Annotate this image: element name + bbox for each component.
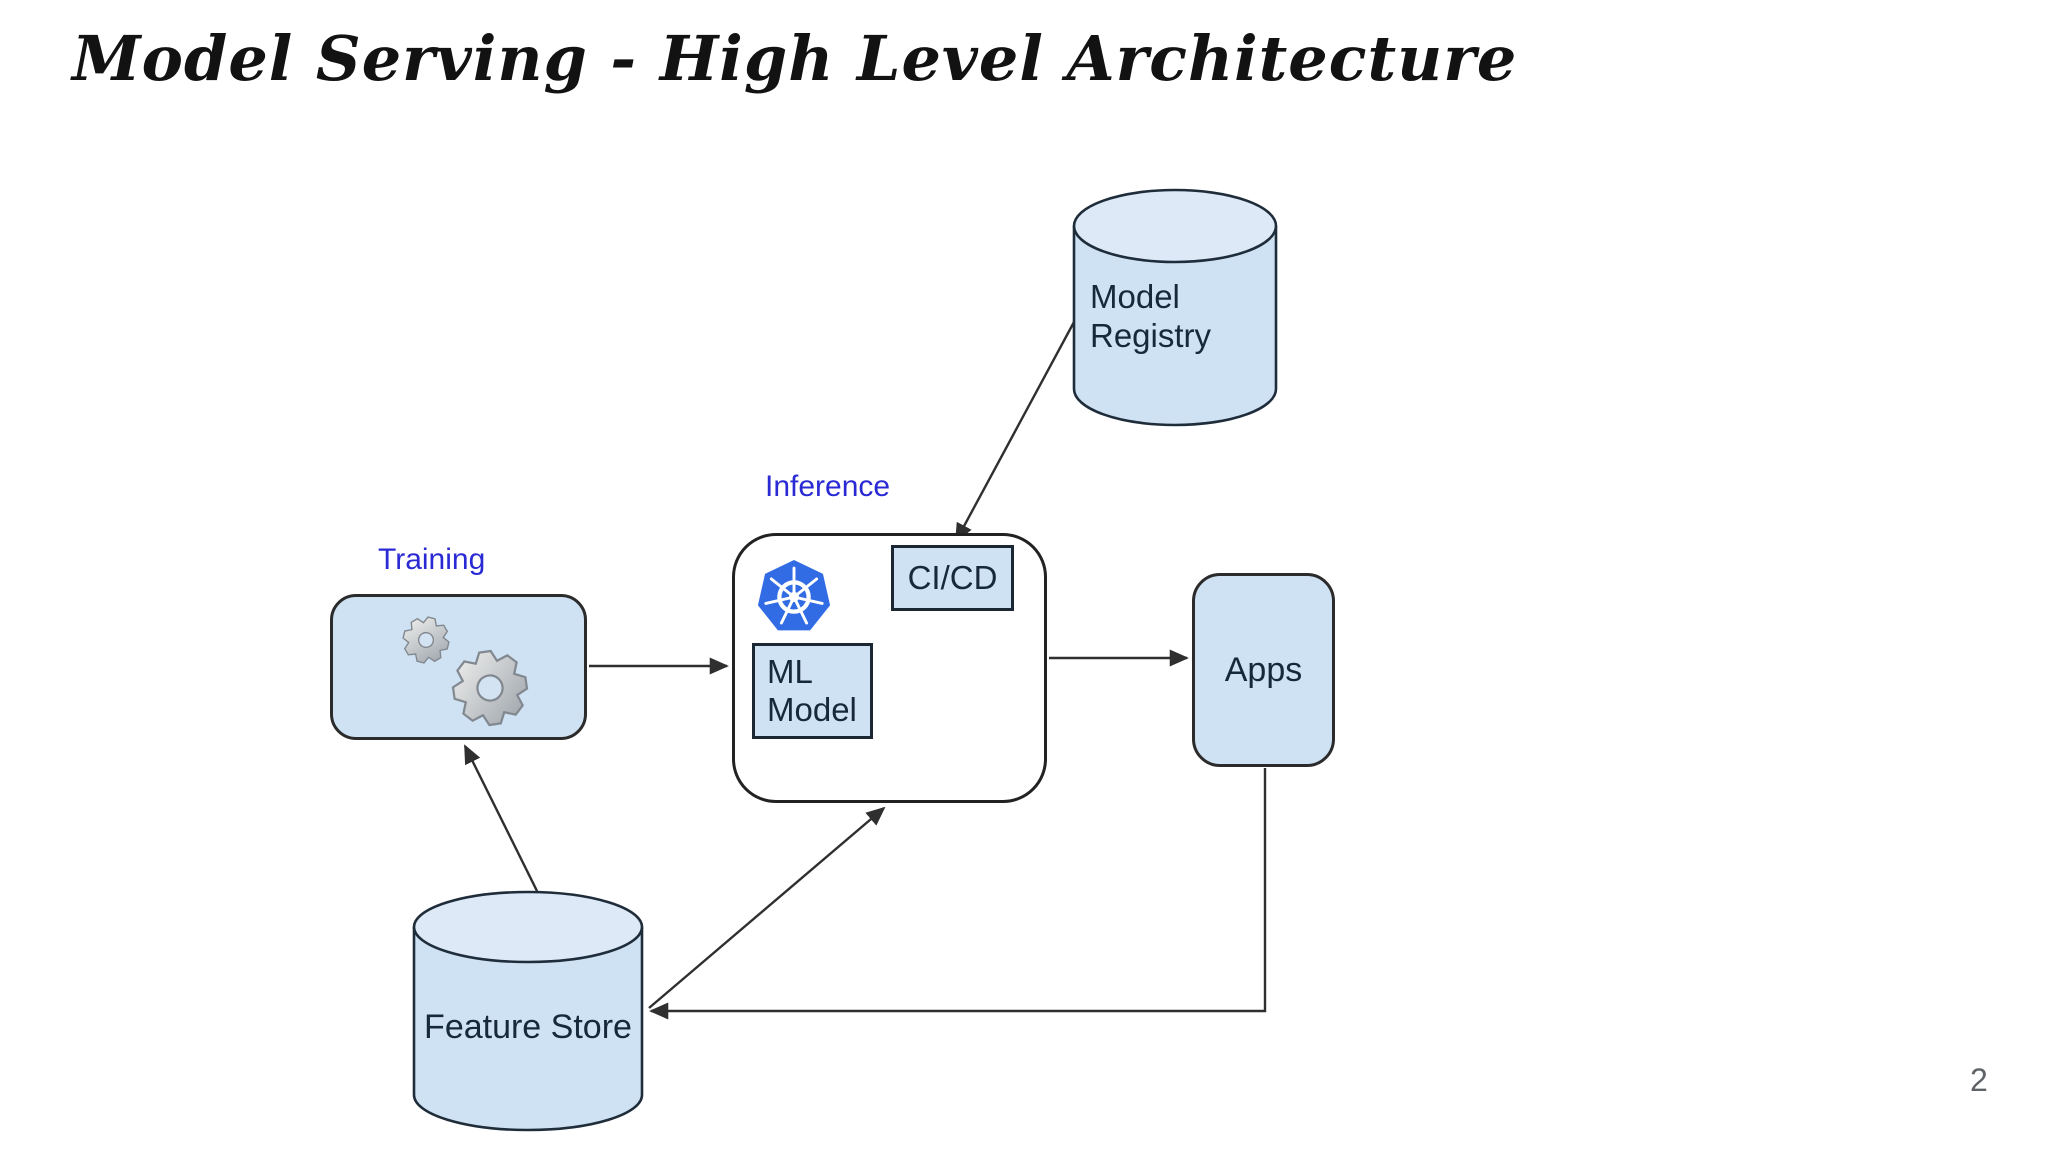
edge-feature-store-to-inference (648, 806, 886, 1009)
node-cicd: CI/CD (891, 545, 1014, 611)
edge-feature-store-to-training (463, 744, 539, 892)
label-training: Training (378, 543, 486, 576)
node-training-box (330, 594, 587, 740)
apps-label: Apps (1224, 650, 1303, 689)
feature-store-label: Feature Store (424, 1008, 632, 1046)
kubernetes-icon (757, 559, 831, 631)
gears-icon (402, 616, 529, 727)
node-model-registry: Model Registry (1072, 188, 1278, 428)
cylinder-shape (1072, 188, 1278, 427)
edge-model-registry-to-cicd (954, 321, 1076, 543)
model-registry-label: Model Registry (1090, 278, 1212, 354)
slide-title: Model Serving - High Level Architecture (72, 22, 1518, 95)
node-feature-store: Feature Store (412, 890, 644, 1134)
node-ml-model: ML Model (752, 643, 873, 739)
label-inference: Inference (765, 470, 891, 503)
cylinder-shape (412, 890, 644, 1132)
edge-apps-to-feature-store (649, 768, 1267, 1020)
page-number: 2 (1970, 1062, 1988, 1098)
cicd-label: CI/CD (907, 558, 998, 596)
node-apps: Apps (1192, 573, 1335, 767)
ml-model-label: ML Model (767, 652, 857, 728)
